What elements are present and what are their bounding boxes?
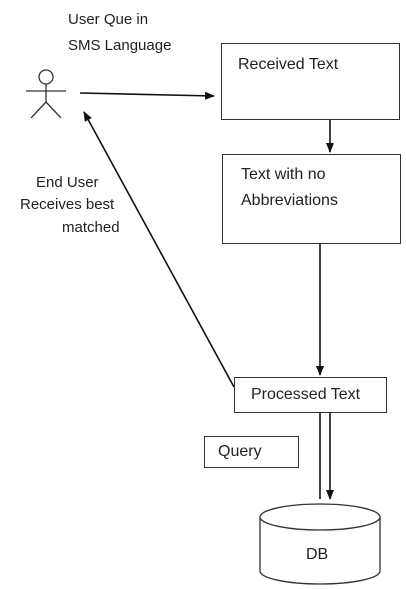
database-label: DB [306, 546, 329, 563]
received-text-label: Received Text [238, 56, 339, 73]
database-cylinder [259, 503, 381, 585]
no-abbreviations-label-line1: Text with no [241, 166, 326, 183]
user-query-label-line1: User Que in [68, 11, 149, 28]
arrow-processed-to-user [83, 111, 235, 388]
query-label: Query [218, 443, 262, 460]
received-text-box: Received Text [221, 43, 400, 120]
no-abbreviations-label-line2: Abbreviations [241, 192, 338, 209]
no-abbreviations-box: Text with no Abbreviations [222, 154, 401, 244]
query-box: Query [204, 436, 299, 468]
processed-text-box: Processed Text [234, 377, 387, 413]
end-user-label-line3: matched [62, 219, 120, 236]
user-figure-icon [26, 69, 66, 119]
end-user-label-line2: Receives best [20, 196, 115, 213]
user-query-label-line2: SMS Language [68, 37, 172, 54]
processed-text-label: Processed Text [251, 386, 361, 403]
arrow-user-to-received [79, 91, 215, 100]
end-user-label-line1: End User [36, 174, 99, 191]
